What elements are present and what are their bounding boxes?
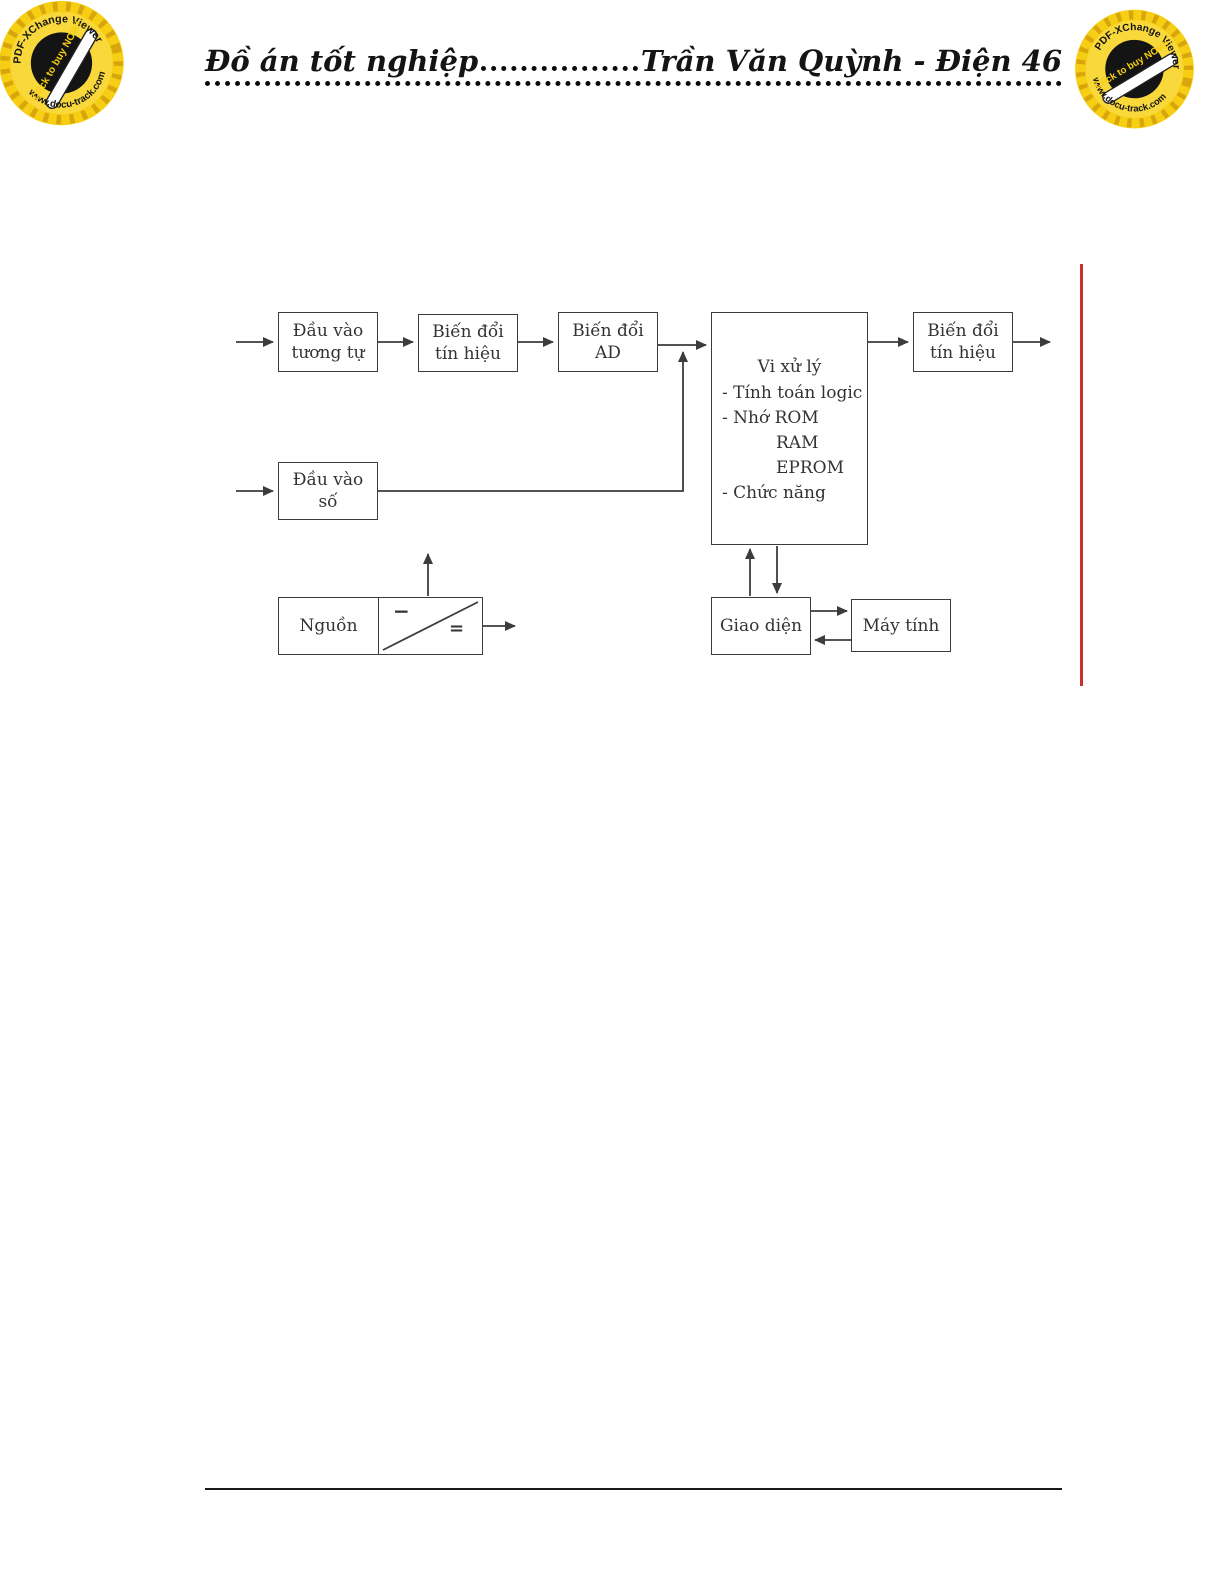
stamp-slash bbox=[1102, 53, 1179, 104]
pdf-xchange-stamp-left[interactable]: PDF-XChange Viewer www.docu-track.com Cl… bbox=[0, 0, 142, 147]
header-dot-leader bbox=[481, 66, 638, 71]
ad-converter-label-line1: Biến đổi bbox=[572, 321, 644, 341]
box-power: Nguồn − = bbox=[278, 597, 483, 655]
red-margin-rule bbox=[1080, 264, 1083, 686]
signal-converter-in-label-line1: Biến đổi bbox=[432, 322, 504, 342]
ad-converter-label-line2: AD bbox=[595, 343, 621, 363]
cpu-item-eprom: EPROM bbox=[776, 458, 844, 478]
document-title: Đồ án tốt nghiệp bbox=[205, 44, 479, 78]
footer-rule bbox=[205, 1488, 1062, 1490]
computer-label: Máy tính bbox=[862, 615, 940, 636]
stamp-graphic: PDF-XChange Viewer www.docu-track.com Cl… bbox=[1075, 9, 1194, 129]
header-dotted-rule bbox=[205, 81, 1062, 86]
stamp-toothed-ring bbox=[1076, 10, 1193, 128]
power-symbol-minus: − bbox=[393, 599, 410, 623]
power-symbol-equals: = bbox=[449, 618, 465, 639]
box-ad-converter: Biến đổi AD bbox=[558, 312, 658, 372]
signal-converter-in-label-line2: tín hiệu bbox=[434, 344, 502, 364]
box-signal-converter-in: Biến đổi tín hiệu bbox=[418, 314, 518, 372]
digital-input-label-line2: số bbox=[318, 492, 338, 512]
cpu-item-ram: RAM bbox=[776, 433, 819, 453]
stamp-toothed-ring bbox=[0, 1, 123, 125]
interface-label: Giao diện bbox=[719, 616, 803, 636]
page-header: Đồ án tốt nghiệp Trần Văn Quỳnh - Điện 4… bbox=[205, 44, 1062, 86]
cpu-item-rom: - Nhớ ROM bbox=[722, 408, 819, 428]
power-label-cell: Nguồn bbox=[279, 598, 379, 654]
line-digital-input-to-junction bbox=[378, 351, 688, 492]
power-label: Nguồn bbox=[299, 616, 358, 636]
pdf-xchange-stamp-right[interactable]: PDF-XChange Viewer www.docu-track.com Cl… bbox=[1058, 0, 1209, 148]
box-computer: Máy tính bbox=[851, 599, 951, 652]
microprocessor-feature-list: - Tính toán logic - Nhớ ROM RAM EPROM - … bbox=[712, 381, 867, 506]
analog-input-label-line1: Đầu vào bbox=[292, 321, 364, 341]
box-analog-input: Đầu vào tương tự bbox=[278, 312, 378, 372]
cpu-item-function: - Chức năng bbox=[722, 483, 826, 503]
box-digital-input: Đầu vào số bbox=[278, 462, 378, 520]
digital-input-label-line1: Đầu vào bbox=[292, 470, 364, 490]
signal-converter-out-label-line2: tín hiệu bbox=[929, 343, 997, 363]
stamp-graphic: PDF-XChange Viewer www.docu-track.com Cl… bbox=[0, 0, 124, 126]
box-interface: Giao diện bbox=[711, 597, 811, 655]
box-microprocessor: Vi xử lý - Tính toán logic - Nhớ ROM RAM… bbox=[711, 312, 868, 545]
signal-converter-out-label-line1: Biến đổi bbox=[927, 321, 999, 341]
analog-input-label-line2: tương tự bbox=[291, 343, 365, 363]
microprocessor-title: Vi xử lý bbox=[757, 357, 822, 377]
stamp-slash bbox=[45, 28, 98, 109]
cpu-item-logic: - Tính toán logic bbox=[722, 383, 863, 403]
box-signal-converter-out: Biến đổi tín hiệu bbox=[913, 312, 1013, 372]
author-name: Trần Văn Quỳnh - Điện 46 bbox=[640, 44, 1062, 78]
